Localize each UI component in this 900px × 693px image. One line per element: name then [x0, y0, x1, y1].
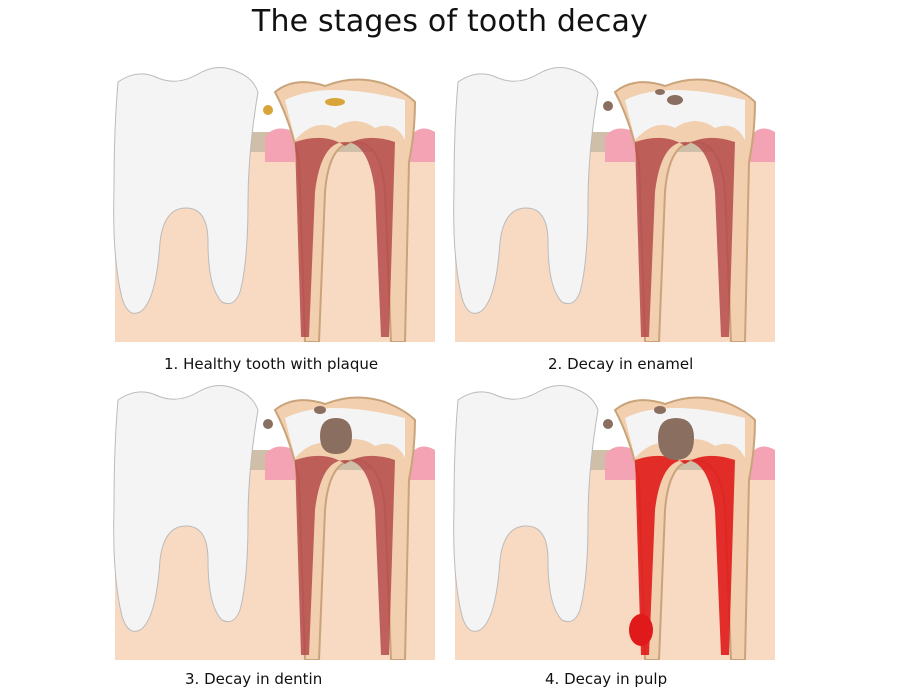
panel-dentin-decay [110, 380, 440, 660]
caption-stage-3: 3. Decay in dentin [185, 670, 323, 688]
caption-stage-1: 1. Healthy tooth with plaque [164, 355, 379, 373]
tooth-illustration [453, 385, 775, 660]
caption-stage-4: 4. Decay in pulp [545, 670, 668, 688]
tooth-illustration [113, 67, 435, 342]
caption-stage-2: 2. Decay in enamel [548, 355, 694, 373]
diagram-title: The stages of tooth decay [251, 4, 649, 39]
tooth-illustration [113, 385, 435, 660]
panel-pulp-decay [450, 380, 780, 660]
panel-healthy-tooth [110, 62, 440, 342]
tooth-illustration [453, 67, 775, 342]
panel-enamel-decay [450, 62, 780, 342]
